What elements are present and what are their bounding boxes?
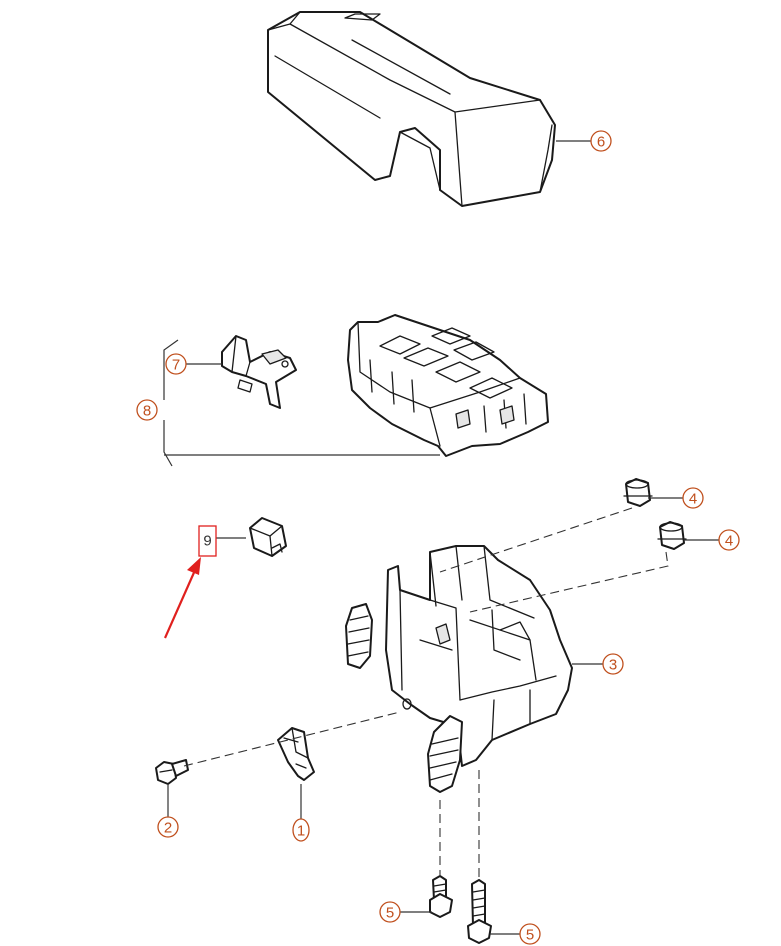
highlight-arrow-head [187, 557, 201, 575]
relay-bracket [221, 335, 297, 409]
callout-9-box [198, 525, 217, 557]
fuse-box-cover [267, 11, 556, 207]
callout-8-label: 8 [143, 403, 151, 420]
highlight-arrow [163, 557, 201, 639]
callout-4-lower-circle [718, 529, 740, 551]
retaining-clip [277, 727, 315, 781]
callout-4-upper: 4 [682, 487, 704, 509]
callout-5-left: 5 [379, 901, 401, 923]
callout-5-right-label: 5 [526, 927, 534, 944]
callout-3: 3 [602, 653, 624, 675]
callout-8-circle [136, 399, 158, 421]
side-bolt [155, 759, 189, 785]
callout-7-circle [165, 353, 187, 375]
callout-4-lower: 4 [718, 529, 740, 551]
highlight-arrow-shaft [163, 567, 198, 639]
callout-2-circle [157, 816, 179, 838]
callout-2-label: 2 [164, 820, 172, 837]
callout-4-upper-circle [682, 487, 704, 509]
callout-6-circle [590, 130, 612, 152]
callout-2: 2 [157, 816, 179, 838]
callout-9-label: 9 [203, 533, 211, 550]
callout-1: 1 [292, 818, 310, 842]
callout-5-right: 5 [519, 923, 541, 945]
fuse-box-housing [345, 545, 573, 793]
callout-4-upper-label: 4 [689, 491, 697, 508]
callout-9: 9 [198, 525, 217, 557]
nut-lower [657, 521, 687, 550]
callout-3-label: 3 [609, 657, 617, 674]
callout-6-label: 6 [597, 134, 605, 151]
callout-3-circle [602, 653, 624, 675]
callout-5-right-circle [519, 923, 541, 945]
relay [249, 517, 287, 557]
mounting-bolt-right [467, 879, 492, 944]
nut-upper [623, 478, 653, 507]
callout-5-left-label: 5 [386, 905, 394, 922]
callout-5-left-circle [379, 901, 401, 923]
leader-lines [163, 140, 720, 935]
callout-6: 6 [590, 130, 612, 152]
callout-4-lower-label: 4 [725, 533, 733, 550]
callout-1-label: 1 [297, 823, 305, 840]
assembly-lines [183, 507, 669, 880]
fuse-relay-carrier [347, 314, 549, 457]
callout-7-label: 7 [172, 357, 180, 374]
callout-1-circle [292, 818, 310, 842]
callout-8: 8 [136, 399, 158, 421]
callout-7: 7 [165, 353, 187, 375]
mounting-bolt-left [429, 875, 453, 918]
